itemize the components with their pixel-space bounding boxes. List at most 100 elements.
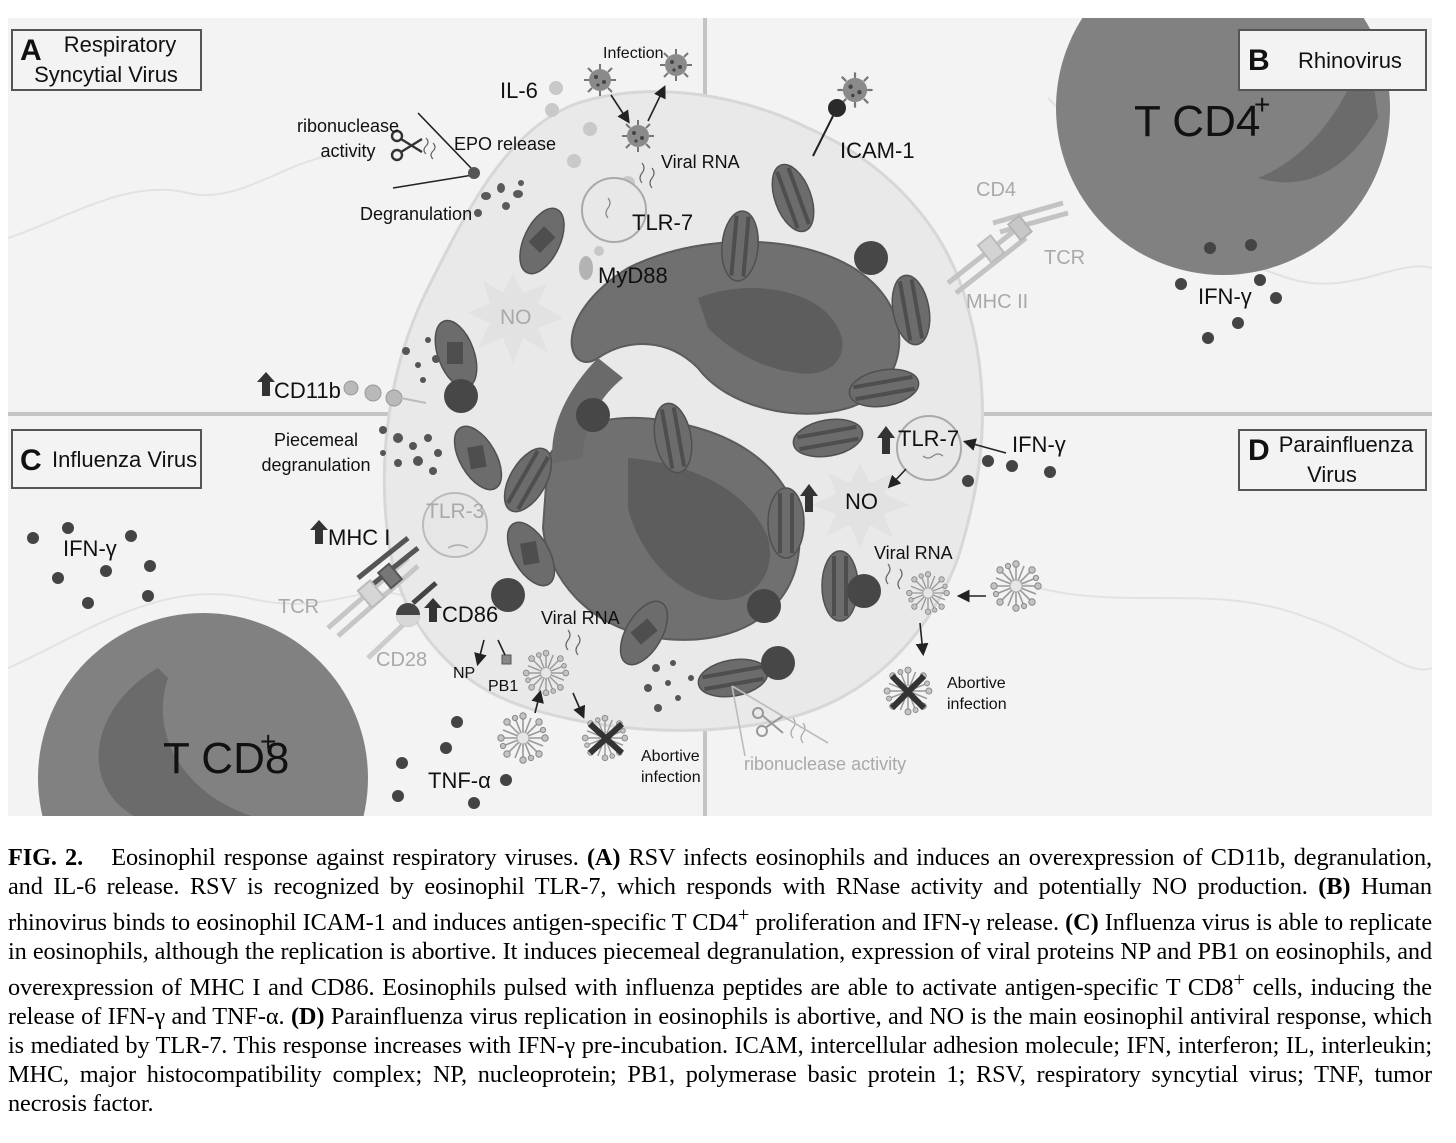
t-cd4-label: T CD4: [1134, 97, 1260, 146]
ribonuclease-d-label: ribonuclease activity: [744, 754, 906, 774]
caption-b-label: (B): [1318, 873, 1351, 900]
panel-c-letter: C: [20, 444, 42, 477]
figure-caption: FIG. 2. Eosinophil response against resp…: [8, 843, 1432, 1118]
ribonuclease-label-line1: ribonuclease: [297, 116, 399, 136]
figure-diagram: A Respiratory Syncytial Virus B Rhinovir…: [8, 18, 1432, 816]
icam1-receptor-icon: [828, 99, 846, 117]
tlr7-receptor-d: [896, 415, 962, 481]
piecemeal-particles: [379, 337, 442, 475]
panel-b-label: B Rhinovirus: [1238, 29, 1427, 91]
ifng-b-label: IFN-γ: [1198, 284, 1252, 309]
il6-label: IL-6: [500, 78, 538, 103]
tlr7-d-label: TLR-7: [898, 426, 959, 451]
panel-b-title: Rhinovirus: [1298, 48, 1402, 73]
caption-figure-label: FIG. 2.: [8, 844, 84, 871]
tlr7-d-up-arrow-icon: [877, 426, 895, 454]
icam1-label: ICAM-1: [840, 138, 915, 163]
panel-d-label: D Parainfluenza Virus: [1238, 429, 1427, 491]
degranulation-c-particles: [644, 660, 694, 712]
eosinophil-granules: [426, 156, 937, 704]
caption-intro: Eosinophil response against respiratory …: [111, 844, 579, 871]
cd86-label: CD86: [442, 602, 498, 627]
panel-a-title-line2: Syncytial Virus: [34, 62, 178, 87]
eosinophil-nucleus: [541, 240, 901, 641]
diagram-canvas: A Respiratory Syncytial Virus B Rhinovir…: [8, 18, 1432, 816]
t-cd8-label: T CD8: [163, 734, 289, 783]
pb1-label: PB1: [488, 678, 518, 695]
piecemeal-label-line1: Piecemeal: [274, 430, 358, 450]
viral-rna-d-label: Viral RNA: [874, 543, 953, 563]
ifng-d-particles: [962, 455, 1056, 487]
ifng-c-label: IFN-γ: [63, 536, 117, 561]
arrow-ifng-to-tlr7: [962, 438, 1007, 454]
epo-release-label: EPO release: [454, 134, 556, 154]
panel-d-title-line1: Parainfluenza: [1279, 432, 1414, 457]
infection-label: Infection: [603, 45, 663, 62]
panel-c-title: Influenza Virus: [52, 447, 197, 472]
abortive-d-label-line2: infection: [947, 696, 1007, 713]
cd11b-markers: [343, 380, 403, 407]
cd28-label: CD28: [376, 649, 427, 671]
cd86-cd28-complex: [366, 581, 438, 660]
arrow-parainfluenza-abortive: [915, 622, 929, 657]
tlr3-receptor: [422, 492, 488, 558]
viral-rna-d-squiggle: [885, 563, 903, 590]
arrow-influenza-abortive: [572, 692, 586, 719]
panel-b-letter: B: [1248, 44, 1270, 77]
caption-c-text-1: Influenza virus is able to replicate in …: [8, 909, 1432, 1002]
piecemeal-label-line2: degranulation: [261, 455, 370, 475]
mhc1-up-arrow-icon: [310, 520, 328, 544]
influenza-replication-icon: [522, 649, 570, 697]
rsv-virus-icon: [659, 48, 693, 82]
viral-rna-c-squiggle: [565, 629, 581, 656]
no-d-label: NO: [845, 489, 878, 514]
cd11b-label: CD11b: [274, 378, 341, 403]
viral-rna-squiggle: [639, 162, 655, 189]
mhc2-tcr-complex-b: [946, 200, 1069, 295]
parainfluenza-replication-icon: [905, 570, 951, 616]
rsv-infection-viruses: [583, 48, 693, 153]
no-d-up-arrow-icon: [800, 484, 818, 512]
scissors-icon: [390, 129, 423, 162]
caption-b-text-2: proliferation and IFN-γ release.: [755, 909, 1059, 937]
cd86-up-arrow-icon: [424, 598, 442, 622]
panel-a-label: A Respiratory Syncytial Virus: [11, 29, 202, 91]
caption-c-superscript: +: [1233, 969, 1245, 992]
rsv-virus-icon: [583, 63, 617, 97]
caption-d-label: (D): [290, 1003, 325, 1031]
cd11b-up-arrow-icon: [257, 372, 275, 396]
ribonuclease-label-line2: activity: [320, 141, 375, 161]
tlr3-label: TLR-3: [426, 500, 484, 523]
influenza-virion-icon: [496, 711, 550, 765]
caption-d-text: Parainfluenza virus replication in eosin…: [8, 1003, 1433, 1118]
abortive-c-label-line1: Abortive: [641, 748, 700, 765]
epo-granule: [468, 167, 480, 179]
tcr-c-label: TCR: [278, 596, 319, 618]
tcr-b-label: TCR: [1044, 247, 1085, 269]
abortive-c-label-line2: infection: [641, 769, 701, 786]
degranulation-label: Degranulation: [360, 204, 472, 224]
t-cd4-superscript: +: [1254, 89, 1270, 120]
abortive-d-icon: [883, 666, 933, 716]
panel-d-title-line2: Virus: [1307, 462, 1357, 487]
mhc2-label: MHC II: [966, 291, 1028, 313]
np-label: NP: [453, 665, 475, 682]
rsv-virus-icon: [621, 119, 655, 153]
myd88-shape: [579, 246, 604, 280]
no-burst-d: [812, 463, 910, 548]
panel-c-label: C Influenza Virus: [11, 429, 202, 489]
panel-d-letter: D: [1248, 434, 1270, 467]
t-cd8-cell: [38, 613, 368, 816]
mhc1-tcr-complex-c: [326, 536, 420, 638]
caption-a-label: (A): [586, 844, 621, 871]
arrow-influenza-entry: [531, 689, 544, 714]
myd88-label: MyD88: [598, 263, 668, 288]
no-burst-top: [468, 273, 563, 363]
panel-a-title-line1: Respiratory: [64, 32, 176, 57]
tnfa-particles: [392, 716, 512, 809]
mhc1-label: MHC I: [328, 525, 390, 550]
tlr7-receptor-top: [581, 177, 647, 243]
caption-b-superscript: +: [737, 904, 750, 926]
ifng-b-particles: [1175, 239, 1282, 344]
no-top-label: NO: [500, 306, 532, 329]
